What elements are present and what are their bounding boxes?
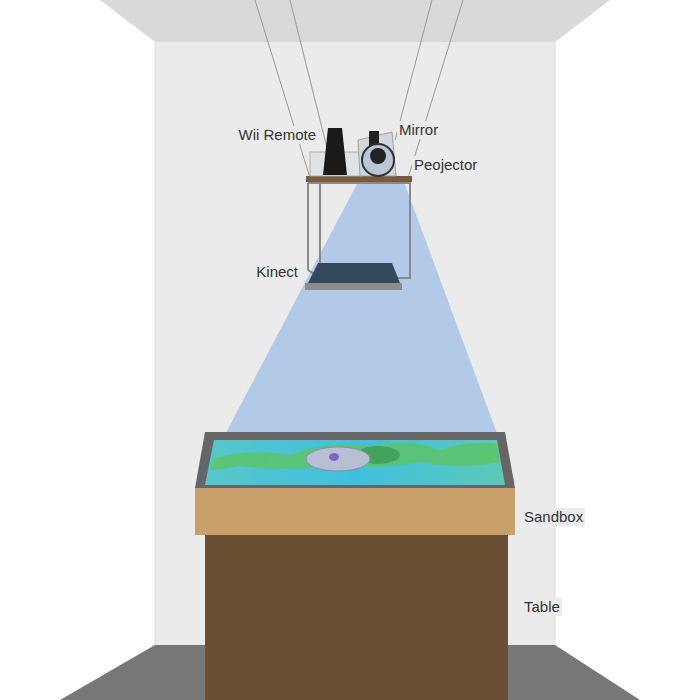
sand-surface <box>205 440 505 485</box>
terrain-hills <box>210 443 500 470</box>
sand-object-mark <box>329 453 339 461</box>
wii-remote <box>323 128 347 175</box>
sand-object <box>306 447 370 471</box>
ceiling <box>100 0 610 42</box>
wall-edge <box>555 42 556 645</box>
part-label: Mirror <box>397 121 440 139</box>
wall-edge <box>155 42 156 645</box>
part-label: Peojector <box>412 156 479 174</box>
projector-lens <box>362 144 394 176</box>
part-label: Kinect <box>254 263 300 281</box>
shelf <box>306 176 412 182</box>
part-label: Wii Remote <box>236 126 318 144</box>
kinect-base <box>305 283 402 290</box>
kinect-sensor <box>308 263 400 283</box>
table <box>205 535 508 700</box>
sandbox-rim <box>195 432 515 488</box>
projector-lens-core <box>370 148 386 164</box>
sandbox-front <box>195 488 515 535</box>
part-label: Table <box>522 598 562 616</box>
suspension-wires <box>255 0 463 178</box>
mirror <box>358 132 396 176</box>
part-label: Sandbox <box>522 508 585 526</box>
